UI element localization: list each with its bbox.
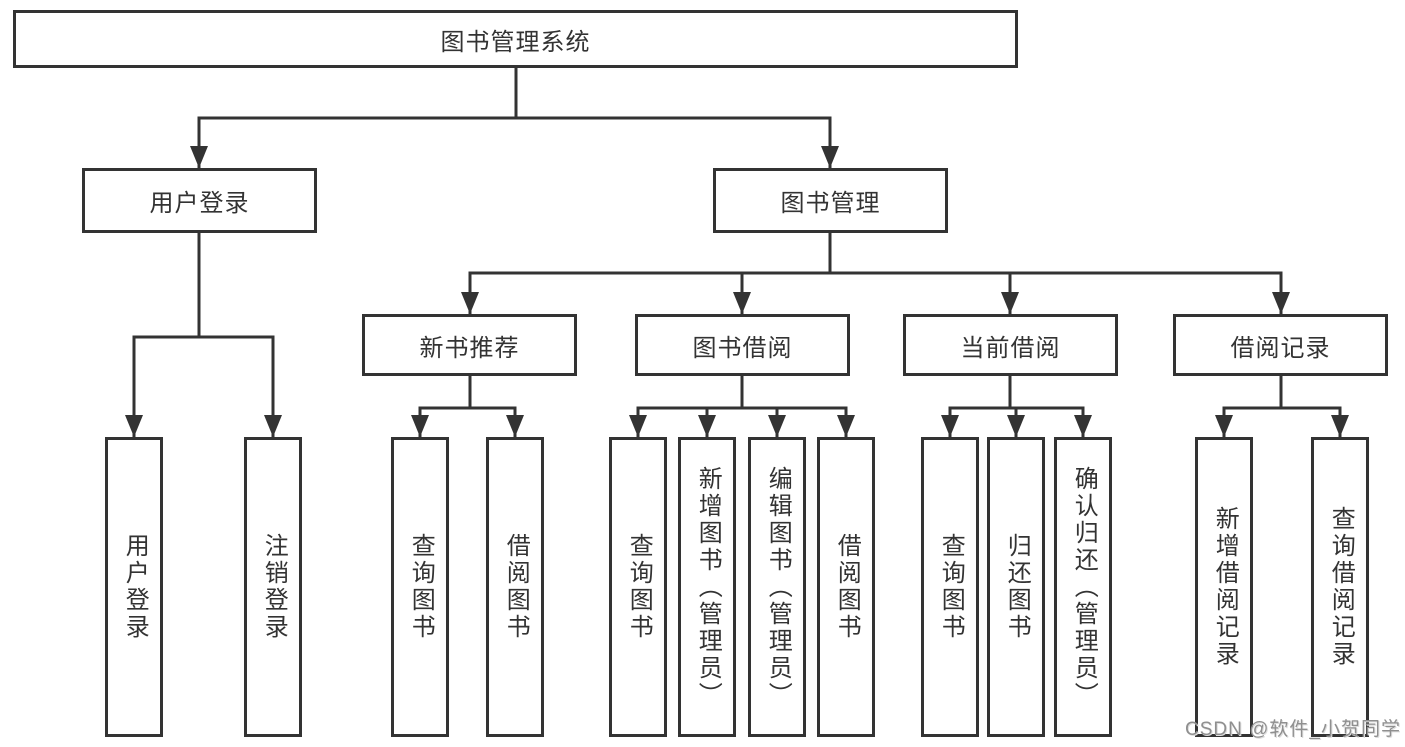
node-label: 图书借阅: [692, 334, 793, 362]
node-label: 用户登录: [149, 190, 250, 217]
node-current-borrow: 当前借阅: [903, 314, 1118, 376]
node-label: 借阅记录: [1230, 334, 1331, 362]
node-new-book-recommend: 新书推荐: [362, 314, 577, 376]
leaf-bb-borrow-book: 借阅图书: [817, 437, 875, 737]
node-label: 查询借阅记录: [1327, 506, 1355, 668]
node-label: 注销登录: [260, 533, 288, 641]
node-label: 归还图书: [1003, 533, 1031, 641]
node-borrow-records: 借阅记录: [1173, 314, 1388, 376]
node-label: 当前借阅: [960, 334, 1061, 362]
leaf-user-login: 用户登录: [105, 437, 163, 737]
node-label: 编辑图书（管理员）: [764, 465, 792, 709]
node-label: 借阅图书: [502, 533, 530, 641]
leaf-rec-borrow-book: 借阅图书: [486, 437, 544, 737]
leaf-rec-query-book: 查询图书: [391, 437, 449, 737]
leaf-br-query-record: 查询借阅记录: [1311, 437, 1369, 737]
leaf-bb-add-book-admin: 新增图书（管理员）: [678, 437, 736, 737]
leaf-bb-edit-book-admin: 编辑图书（管理员）: [748, 437, 806, 737]
leaf-bb-query-book: 查询图书: [609, 437, 667, 737]
node-label: 借阅图书: [833, 533, 861, 641]
node-label: 用户登录: [121, 533, 149, 641]
node-label: 确认归还（管理员）: [1070, 465, 1098, 709]
leaf-cb-return-book: 归还图书: [987, 437, 1045, 737]
leaf-cb-query-book: 查询图书: [921, 437, 979, 737]
leaf-br-add-record: 新增借阅记录: [1195, 437, 1253, 737]
node-label: 图书管理: [780, 190, 881, 217]
node-label: 新书推荐: [419, 334, 520, 362]
node-book-borrow: 图书借阅: [635, 314, 850, 376]
node-label: 图书管理系统: [440, 28, 591, 56]
node-label: 查询图书: [407, 533, 435, 641]
node-label: 新增图书（管理员）: [694, 465, 722, 709]
leaf-logout: 注销登录: [244, 437, 302, 737]
node-book-management: 图书管理: [713, 168, 948, 233]
node-label: 查询图书: [625, 533, 653, 641]
arrowheads: [125, 146, 1349, 437]
node-label: 查询图书: [937, 533, 965, 641]
node-library-system: 图书管理系统: [13, 10, 1018, 68]
node-label: 新增借阅记录: [1211, 506, 1239, 668]
node-user-login: 用户登录: [82, 168, 317, 233]
leaf-cb-confirm-return-admin: 确认归还（管理员）: [1054, 437, 1112, 737]
watermark: CSDN @软件_小贺同学: [1185, 719, 1401, 740]
